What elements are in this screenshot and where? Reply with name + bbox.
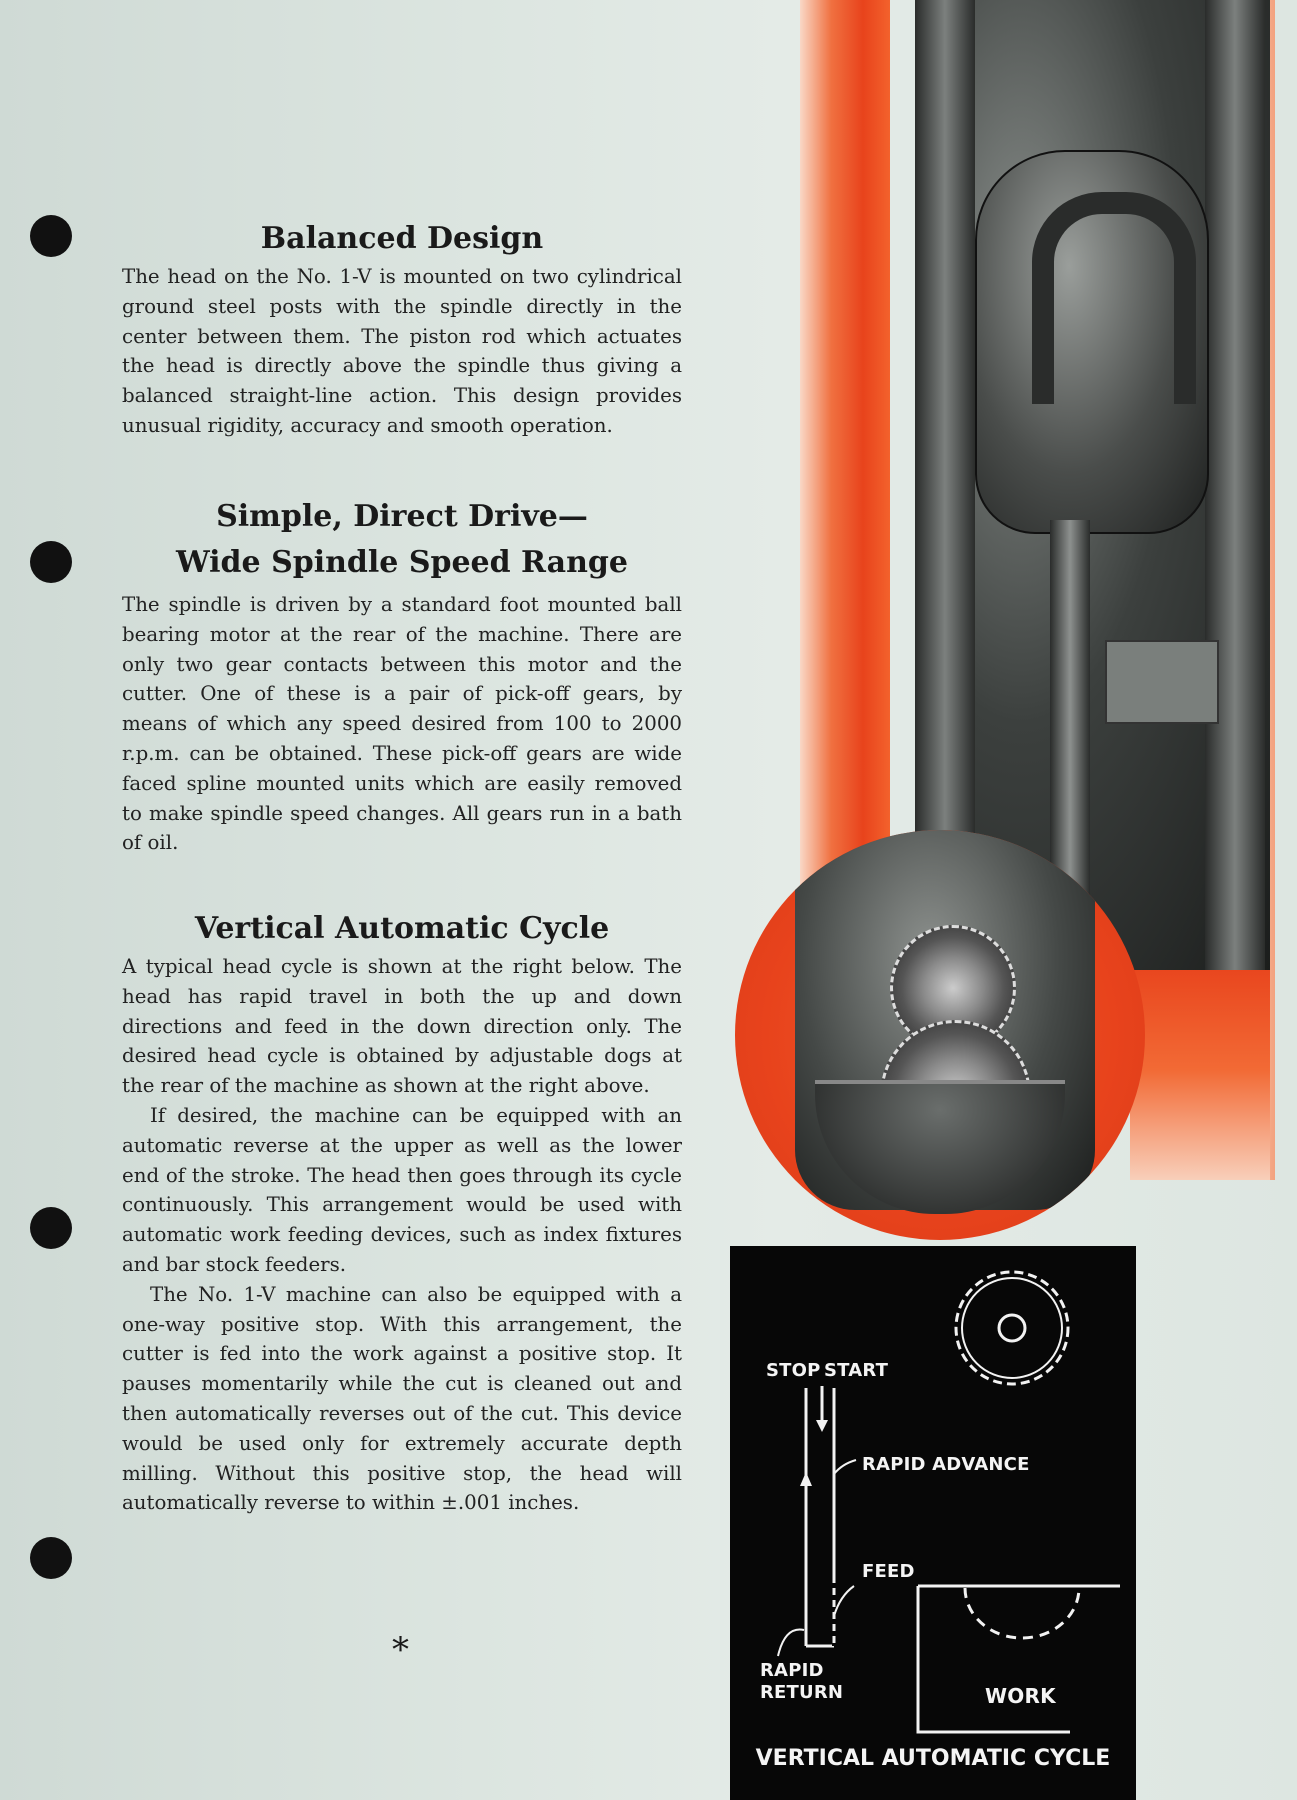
paragraph: The spindle is driven by a standard foot… [122, 593, 682, 855]
label-rapid-return-line: RETURN [760, 1682, 844, 1703]
heading-direct-drive: Simple, Direct Drive— Wide Spindle Speed… [122, 494, 682, 586]
label-rapid-return-line: RAPID [760, 1660, 824, 1681]
label-stop: STOP [766, 1360, 821, 1381]
orange-accent-lower [1130, 960, 1270, 1180]
dog-plate [1105, 640, 1219, 724]
section-direct-drive: Simple, Direct Drive— Wide Spindle Speed… [122, 494, 682, 858]
heading-balanced-design: Balanced Design [260, 221, 544, 256]
paragraph: The head on the No. 1-V is mounted on tw… [122, 265, 682, 437]
head-housing [975, 150, 1209, 534]
section-vertical-cycle: Vertical Automatic Cycle A typical head … [122, 906, 682, 1518]
heading-vertical-cycle: Vertical Automatic Cycle [194, 911, 610, 946]
paragraph: The No. 1-V machine can also be equipped… [122, 1282, 682, 1515]
binder-hole [30, 1537, 72, 1579]
steel-post [915, 0, 975, 970]
steel-post [1205, 0, 1265, 970]
heading-line: Wide Spindle Speed Range [176, 545, 628, 580]
label-work: WORK [985, 1684, 1056, 1708]
paragraph: If desired, the machine can be equipped … [122, 1103, 682, 1276]
diagram-title: VERTICAL AUTOMATIC CYCLE [755, 1746, 1111, 1771]
section-balanced-design: Balanced Design The head on the No. 1-V … [122, 216, 682, 441]
saw-cutter-icon [954, 1270, 1070, 1386]
label-start: START [824, 1360, 889, 1381]
binder-hole [30, 215, 72, 257]
binder-hole [30, 541, 72, 583]
gear-box-photo [735, 830, 1145, 1240]
machine-head-photo [915, 0, 1270, 970]
heading-line: Simple, Direct Drive— [216, 499, 588, 534]
end-mark: * [392, 1630, 409, 1670]
paragraph: A typical head cycle is shown at the rig… [122, 955, 682, 1098]
label-feed: FEED [862, 1561, 915, 1582]
label-rapid-advance: RAPID ADVANCE [862, 1454, 1030, 1475]
cycle-diagram-lines [777, 1270, 1120, 1734]
cycle-diagram: STOP START RAPID ADVANCE FEED RAPID RETU… [730, 1246, 1136, 1800]
label-rapid-return: RAPID RETURN [760, 1660, 843, 1704]
binder-hole [30, 1207, 72, 1249]
